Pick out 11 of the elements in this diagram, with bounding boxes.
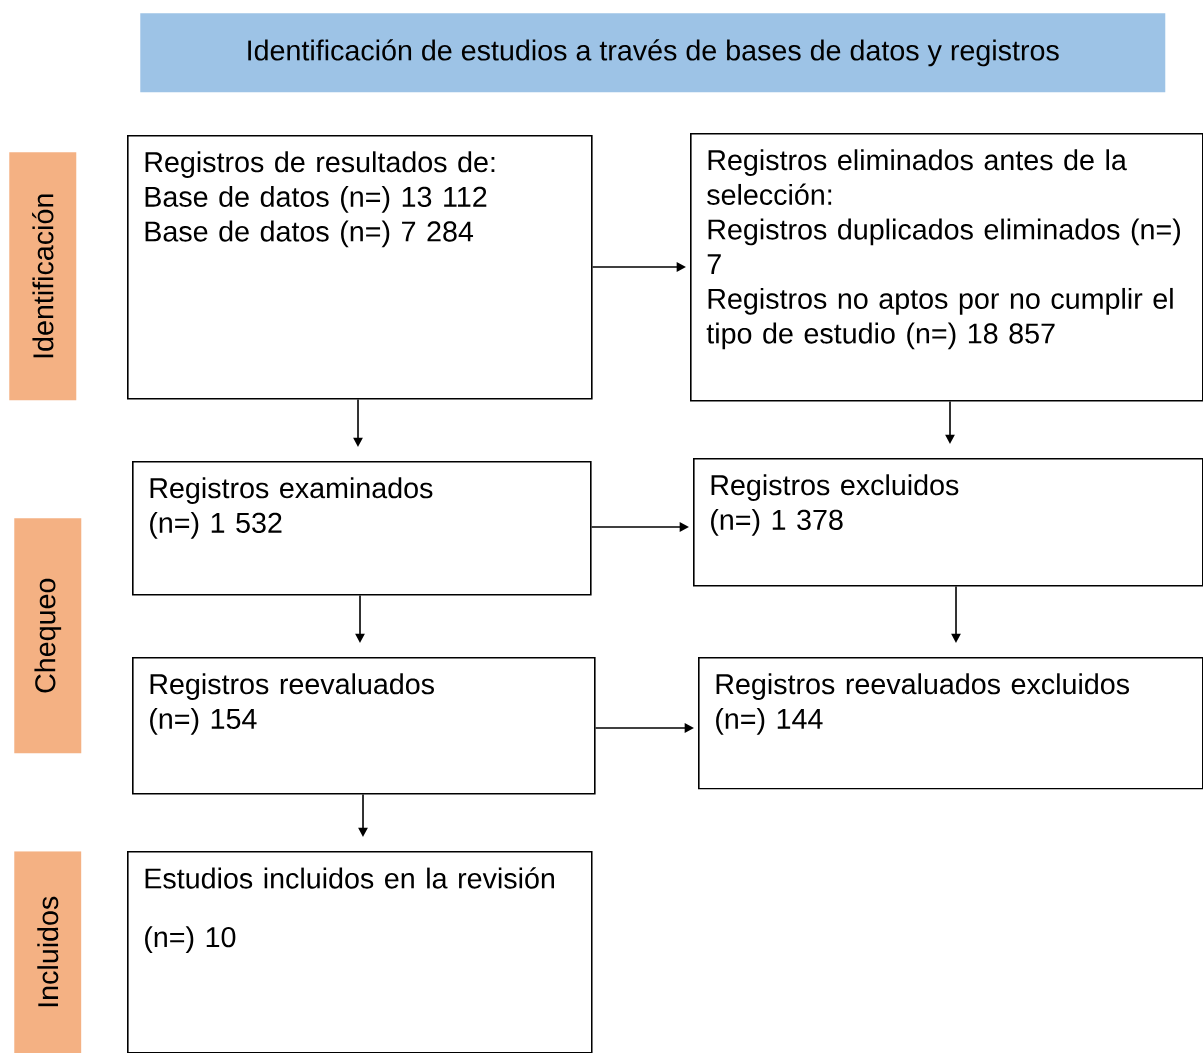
- stage-band: Identificación: [9, 152, 77, 401]
- process-box: Registros eliminados antes de la selección: Registros duplicados eliminados (n=) 7 Registros no aptos por no cumplir el tipo de estudio (n=) 18 857: [690, 133, 1203, 402]
- process-box: Registros reevaluados (n=) 154: [132, 657, 596, 795]
- process-box: Registros examinados (n=) 1 532: [132, 461, 592, 596]
- process-box: Registros de resultados de: Base de datos (n=) 13 112 Base de datos (n=) 7 284: [127, 135, 593, 400]
- process-box: Estudios incluidos en la revisión (n=) 10: [127, 851, 593, 1053]
- process-box: Registros excluidos (n=) 1 378: [693, 458, 1203, 587]
- stage-band: Chequeo: [14, 518, 82, 754]
- stage-band: Incluidos: [14, 851, 82, 1053]
- title-banner: Identificación de estudios a través de bases de datos y registros: [140, 13, 1166, 93]
- process-box: Registros reevaluados excluidos (n=) 144: [698, 657, 1203, 790]
